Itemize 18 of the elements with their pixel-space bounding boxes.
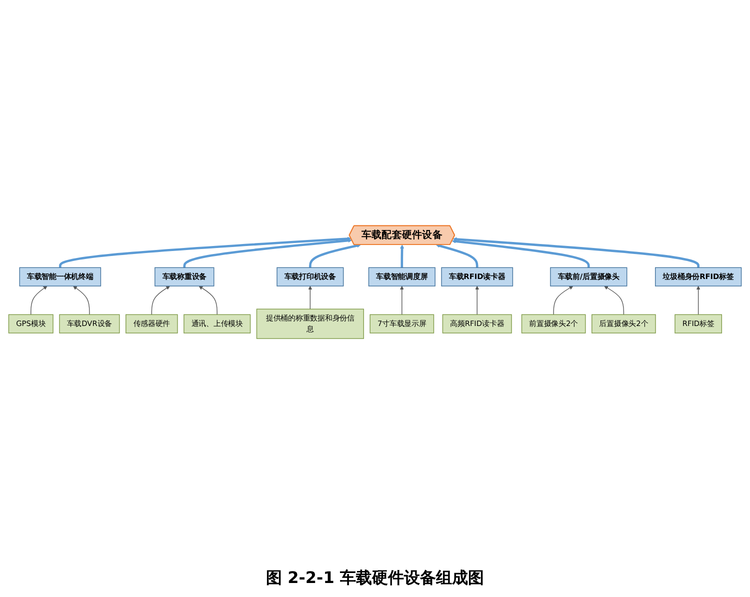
arrow [73, 286, 90, 315]
arrow [59, 236, 352, 268]
arrow [400, 244, 404, 268]
arrow [198, 286, 218, 315]
arrow [475, 286, 480, 315]
arrow [183, 238, 352, 268]
arrow [604, 286, 624, 315]
figure-caption: 图 2-2-1 车载硬件设备组成图 [266, 568, 484, 589]
arrow [436, 244, 478, 268]
arrow [452, 237, 700, 268]
arrow [308, 286, 312, 310]
arrow [30, 286, 48, 315]
arrow [553, 286, 574, 315]
arrow [696, 286, 700, 315]
arrow [452, 239, 590, 268]
arrow [151, 286, 170, 315]
arrow [309, 244, 361, 268]
arrow [400, 286, 404, 315]
